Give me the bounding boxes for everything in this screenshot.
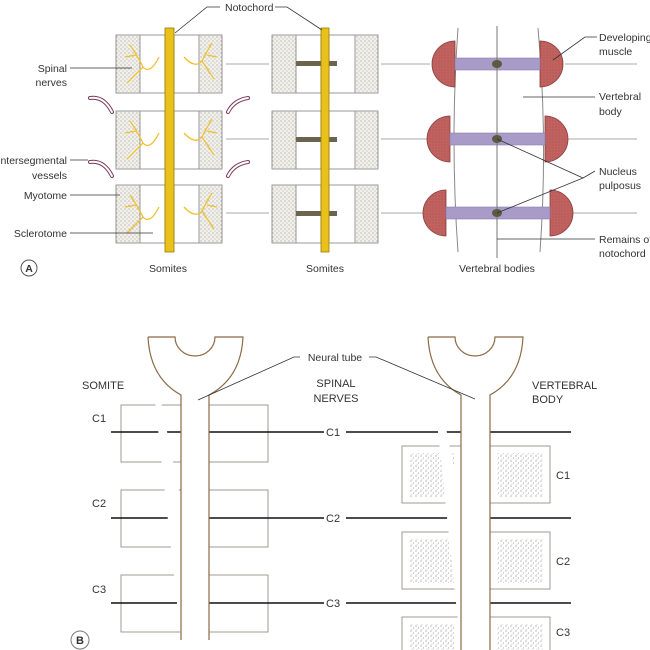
spinal-nerve-left bbox=[124, 120, 160, 160]
vessel-left-lumen bbox=[89, 96, 113, 113]
vertebra-stipple-right bbox=[497, 539, 543, 583]
label-vertebral-body-2: body bbox=[599, 106, 623, 118]
vertebra-stipple-right bbox=[497, 624, 543, 650]
developing-muscle-right bbox=[539, 40, 564, 88]
label-vertebral-body-b-2: BODY bbox=[532, 394, 564, 406]
myotome-right bbox=[354, 184, 379, 244]
somites-column-2 bbox=[271, 27, 379, 253]
label-somite: SOMITE bbox=[82, 380, 124, 392]
vertebra-level-label: C2 bbox=[556, 556, 570, 568]
nerve-level-label: C1 bbox=[326, 427, 340, 439]
level-connector-lines bbox=[226, 63, 637, 214]
notochord-rod-1 bbox=[164, 27, 175, 253]
neural-tube-right-lumen bbox=[462, 396, 489, 650]
sclerotome-fibres-left bbox=[296, 137, 321, 142]
label-spinal-nerves-2: nerves bbox=[35, 77, 67, 89]
myotome-left bbox=[115, 184, 141, 244]
label-nucleus-pulposus-1: Nucleus bbox=[599, 166, 637, 178]
myotome-right bbox=[198, 34, 223, 94]
neural-tube-leader-lines bbox=[197, 356, 476, 401]
spinal-nerve-left bbox=[124, 44, 160, 84]
panel-a: Notochord Spinal nerves Intersegmental v… bbox=[0, 2, 650, 277]
myotome-left bbox=[271, 34, 297, 94]
myotome-left bbox=[271, 184, 297, 244]
label-spinal-nerves-b-2: NERVES bbox=[313, 393, 358, 405]
vertebral-column bbox=[422, 26, 574, 258]
label-somites-2: Somites bbox=[306, 263, 344, 275]
panel-a-badge bbox=[20, 259, 38, 277]
somite-box-right bbox=[208, 404, 269, 463]
myotome-left bbox=[115, 110, 141, 170]
intersegmental-vessels bbox=[88, 95, 250, 178]
myotome-right bbox=[354, 110, 379, 170]
label-somites-1: Somites bbox=[149, 263, 187, 275]
somite-level-label: C2 bbox=[92, 498, 106, 510]
label-myotome: Myotome bbox=[24, 190, 67, 202]
sclerotome-fibres-right bbox=[329, 137, 337, 142]
vessel-left-lumen bbox=[89, 160, 113, 177]
vertebra-level-label: C3 bbox=[556, 627, 570, 639]
developing-muscle-left bbox=[422, 189, 447, 237]
myotome-left bbox=[115, 34, 141, 94]
label-nucleus-pulposus-2: pulposus bbox=[599, 180, 641, 192]
label-developing-muscle-1: Developing bbox=[599, 32, 650, 44]
label-intersegmental-2: vessels bbox=[32, 170, 67, 182]
nucleus-pulposus bbox=[492, 60, 502, 68]
panel-b-badge bbox=[70, 630, 90, 650]
label-intersegmental-1: Intersegmental bbox=[0, 155, 67, 167]
label-sclerotome: Sclerotome bbox=[14, 228, 67, 240]
neural-tube-left-lumen bbox=[182, 396, 208, 640]
developing-muscle-right bbox=[549, 189, 574, 237]
label-spinal-nerves-1: Spinal bbox=[38, 63, 67, 75]
vertebra-level-label: C1 bbox=[556, 470, 570, 482]
spinal-nerve-lines bbox=[111, 431, 571, 604]
vessel-right-lumen bbox=[227, 161, 249, 177]
myotome-right bbox=[354, 34, 379, 94]
label-remains-notochord-1: Remains of bbox=[599, 234, 650, 246]
spinal-nerve-left bbox=[124, 194, 160, 234]
somites-column-1 bbox=[115, 27, 223, 253]
myotome-right bbox=[198, 110, 223, 170]
somite-level-label: C3 bbox=[92, 584, 106, 596]
vertebra-stipple-left bbox=[410, 624, 455, 650]
myotome-right bbox=[198, 184, 223, 244]
vertebra-stipple-right bbox=[497, 453, 543, 497]
label-spinal-nerves-b-1: SPINAL bbox=[316, 378, 355, 390]
label-neural-tube: Neural tube bbox=[308, 352, 362, 364]
spinal-nerve-right bbox=[183, 192, 218, 230]
nerve-level-label: C2 bbox=[326, 513, 340, 525]
somite-level-label: C1 bbox=[92, 413, 106, 425]
panel-b: Neural tube SOMITE SPINAL NERVES VERTEBR… bbox=[70, 336, 597, 650]
sclerotome-fibres-left bbox=[296, 211, 321, 216]
label-developing-muscle-2: muscle bbox=[599, 46, 632, 58]
panel-a-letter: A bbox=[25, 263, 33, 275]
developing-muscle-right bbox=[544, 115, 569, 163]
label-notochord: Notochord bbox=[225, 2, 274, 14]
vessel-right-lumen bbox=[227, 97, 249, 113]
sclerotome-fibres-left bbox=[296, 61, 321, 66]
label-vertebral-body-b-1: VERTEBRAL bbox=[532, 380, 597, 392]
somite-box-left bbox=[120, 404, 182, 463]
sclerotome-fibres-right bbox=[329, 61, 337, 66]
label-vertebral-bodies: Vertebral bodies bbox=[459, 263, 535, 275]
developing-muscle-left bbox=[431, 40, 456, 88]
nerve-level-label: C3 bbox=[326, 598, 340, 610]
spinal-nerve-right bbox=[183, 42, 218, 80]
label-remains-notochord-2: notochord bbox=[599, 248, 646, 260]
spinal-nerve-right bbox=[183, 118, 218, 156]
notochord-rod-2 bbox=[320, 27, 330, 253]
label-vertebral-body-1: Vertebral bbox=[599, 91, 641, 103]
vertebra-stipple-left bbox=[410, 539, 455, 583]
myotome-left bbox=[271, 110, 297, 170]
panel-a-leader-lines bbox=[70, 6, 597, 240]
sclerotome-fibres-right bbox=[329, 211, 337, 216]
developing-muscle-left bbox=[426, 115, 451, 163]
panel-b-letter: B bbox=[76, 635, 84, 647]
vertebra-boxes bbox=[401, 445, 551, 650]
